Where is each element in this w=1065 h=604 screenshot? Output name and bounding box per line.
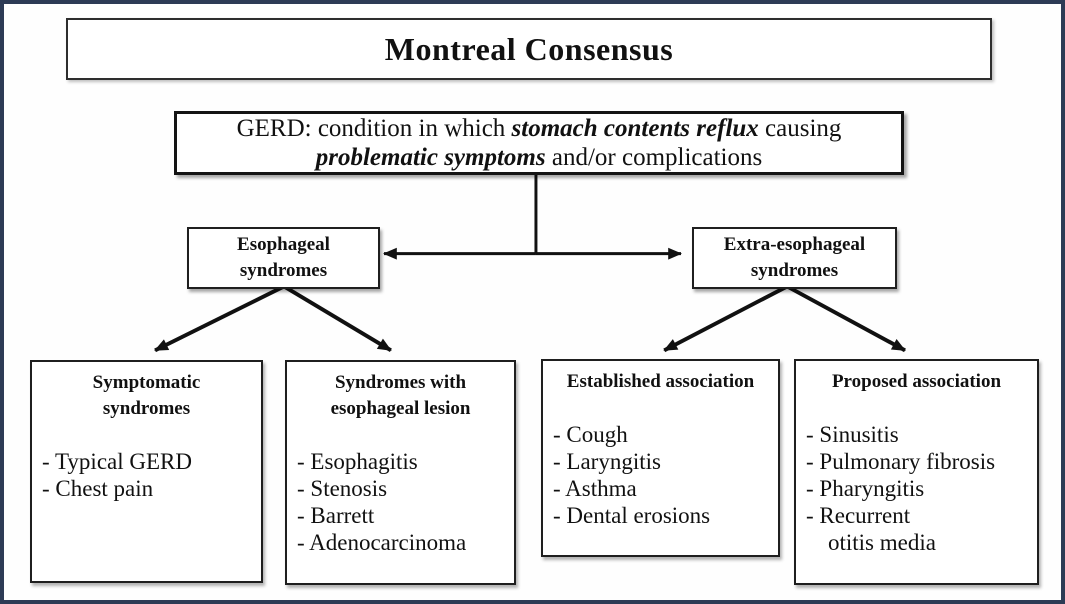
list-item: - Chest pain	[42, 476, 154, 501]
node-esophageal-syndromes: Esophageal syndromes	[187, 227, 380, 289]
list-item: - Adenocarcinoma	[297, 530, 467, 555]
list-item: - Typical GERD	[42, 449, 192, 474]
definition-plain-2: causing	[758, 115, 842, 142]
list-item: - Stenosis	[297, 476, 388, 501]
list-item: - Esophagitis	[297, 449, 418, 474]
leaf-items: - Typical GERD - Chest pain	[38, 448, 255, 502]
leaf-title-line: syndromes	[102, 398, 191, 419]
title-box: Montreal Consensus	[66, 18, 992, 80]
leaf-title: Established association	[549, 369, 772, 395]
gerd-definition-text: GERD: condition in which stomach content…	[237, 114, 842, 172]
node-label-line: Extra-esophageal	[723, 234, 866, 255]
leaf-title-line: Established association	[566, 371, 755, 392]
node-label-line: syndromes	[239, 260, 328, 281]
definition-plain-3: and/or complications	[545, 144, 763, 171]
gerd-definition-box: GERD: condition in which stomach content…	[174, 111, 904, 175]
arrow-to-symptomatic	[154, 285, 284, 353]
node-label-line: syndromes	[750, 260, 839, 281]
node-extra-esophageal-syndromes: Extra-esophageal syndromes	[692, 227, 897, 289]
arrow-to-esophageal-lesion	[284, 285, 392, 353]
leaf-title: Syndromes with esophageal lesion	[293, 370, 508, 422]
list-item: - Cough	[553, 422, 628, 447]
arrow-to-proposed	[787, 285, 906, 353]
list-item: - Sinusitis	[806, 422, 899, 447]
node-label-line: Esophageal	[237, 234, 330, 255]
leaf-items: - Cough - Laryngitis - Asthma - Dental e…	[549, 421, 772, 529]
definition-emphasis-2: problematic symptoms	[315, 144, 546, 171]
definition-plain-1: GERD: condition in which	[236, 115, 512, 142]
connector-arrows	[154, 171, 906, 353]
leaf-items: - Esophagitis - Stenosis - Barrett - Ade…	[293, 448, 508, 556]
leaf-title: Symptomatic syndromes	[38, 370, 255, 422]
list-item: - Dental erosions	[553, 503, 711, 528]
diagram-title: Montreal Consensus	[384, 30, 674, 67]
leaf-syndromes-with-esophageal-lesion: Syndromes with esophageal lesion - Esoph…	[285, 360, 516, 585]
leaf-established-association: Established association - Cough - Laryng…	[541, 359, 780, 557]
leaf-symptomatic-syndromes: Symptomatic syndromes - Typical GERD - C…	[30, 360, 263, 583]
leaf-title-line: Symptomatic	[92, 372, 201, 393]
list-item: - Pharyngitis	[806, 476, 925, 501]
leaf-proposed-association: Proposed association - Sinusitis - Pulmo…	[794, 359, 1039, 585]
leaf-items: - Sinusitis - Pulmonary fibrosis - Phary…	[802, 421, 1031, 556]
list-item: - Asthma	[553, 476, 637, 501]
list-item: - Laryngitis	[553, 449, 661, 474]
leaf-title-line: Syndromes with	[334, 372, 467, 393]
list-item-continuation: otitis media	[828, 530, 936, 555]
arrow-to-established	[663, 285, 787, 353]
definition-emphasis-1: stomach contents reflux	[511, 115, 759, 142]
list-item: - Pulmonary fibrosis	[806, 449, 996, 474]
leaf-title-line: Proposed association	[831, 371, 1002, 392]
list-item: - Barrett	[297, 503, 375, 528]
leaf-title: Proposed association	[802, 369, 1031, 395]
list-item: - Recurrent	[806, 503, 911, 528]
leaf-title-line: esophageal lesion	[330, 398, 471, 419]
